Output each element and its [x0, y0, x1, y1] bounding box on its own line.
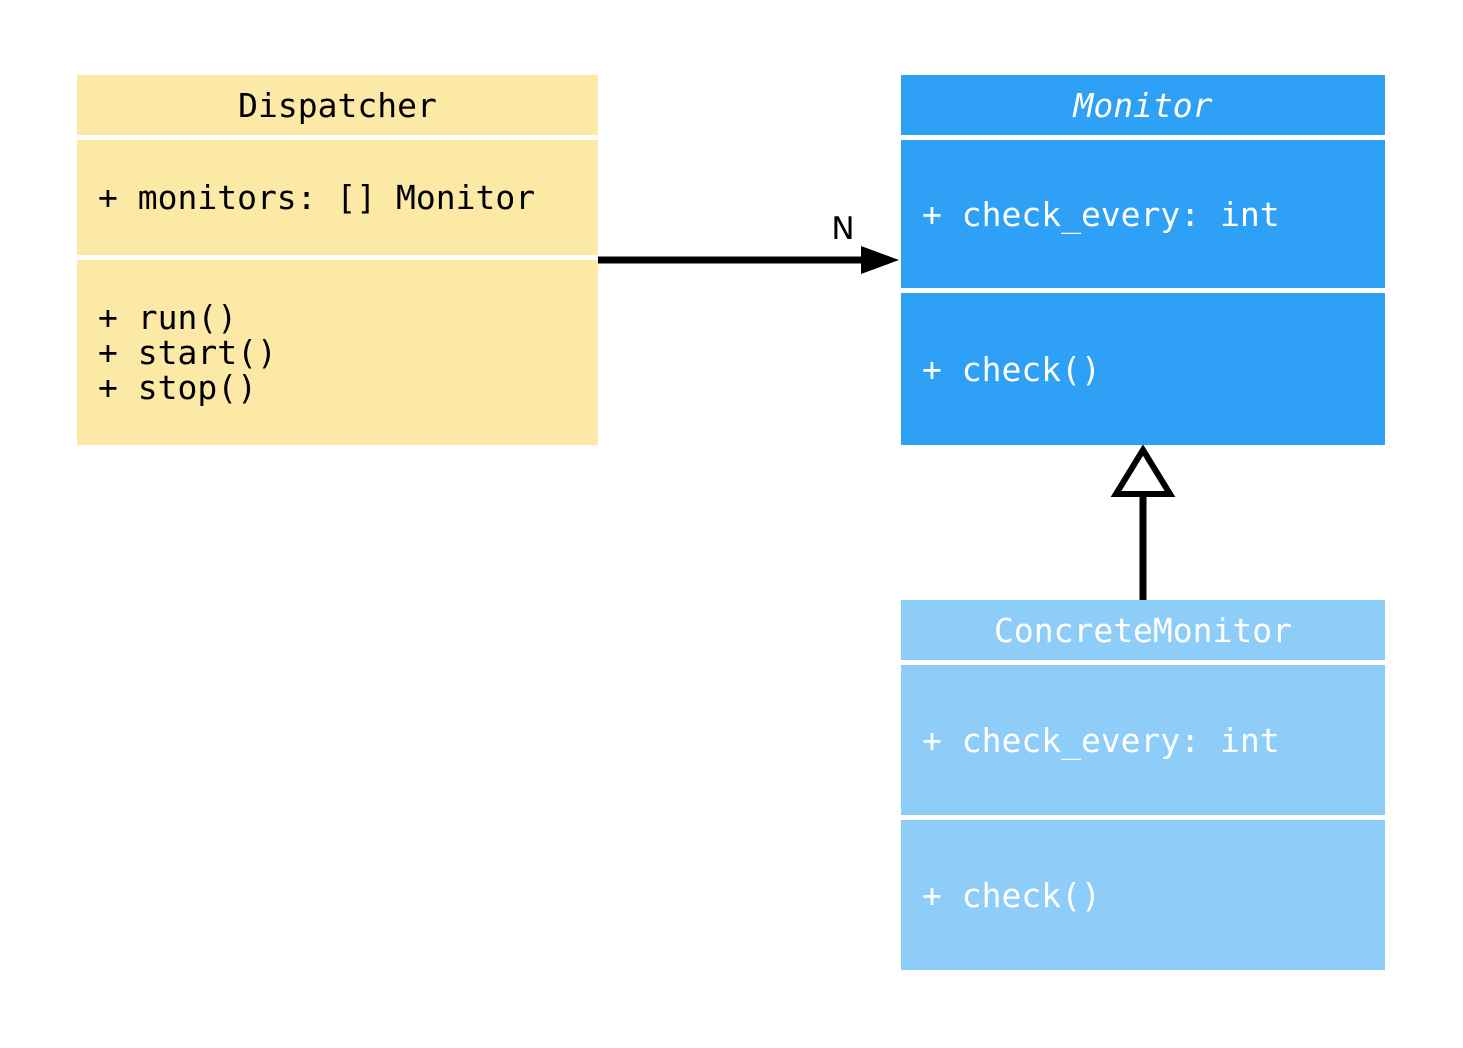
- association-dispatcher-to-monitor: N: [598, 211, 899, 274]
- class-attributes: + monitors: [] Monitor: [77, 140, 598, 255]
- class-methods: + run() + start() + stop(): [77, 260, 598, 445]
- class-methods: + check(): [901, 293, 1385, 445]
- class-box-concretemonitor: ConcreteMonitor + check_every: int + che…: [901, 600, 1385, 970]
- method-line: + check(): [922, 349, 1101, 389]
- method-line: + run(): [98, 298, 238, 337]
- attribute-line: + check_every: int: [922, 720, 1280, 760]
- class-title: Dispatcher: [77, 75, 598, 135]
- inheritance-triangle-icon: [1110, 444, 1176, 497]
- method-line: + stop(): [98, 368, 257, 407]
- class-title: ConcreteMonitor: [901, 600, 1385, 660]
- inheritance-concretemonitor-to-monitor: [1110, 444, 1176, 601]
- class-attributes: + check_every: int: [901, 665, 1385, 815]
- class-attributes: + check_every: int: [901, 140, 1385, 288]
- class-box-monitor: Monitor + check_every: int + check(): [901, 75, 1385, 445]
- class-box-dispatcher: Dispatcher + monitors: [] Monitor + run(…: [77, 75, 598, 445]
- association-arrowhead-icon: [861, 246, 899, 274]
- attribute-line: + monitors: [] Monitor: [98, 178, 536, 217]
- class-methods: + check(): [901, 820, 1385, 970]
- method-line: + start(): [98, 333, 277, 372]
- multiplicity-label: N: [831, 211, 854, 247]
- method-line: + check(): [922, 875, 1101, 915]
- attribute-line: + check_every: int: [922, 194, 1280, 234]
- class-title: Monitor: [901, 75, 1385, 135]
